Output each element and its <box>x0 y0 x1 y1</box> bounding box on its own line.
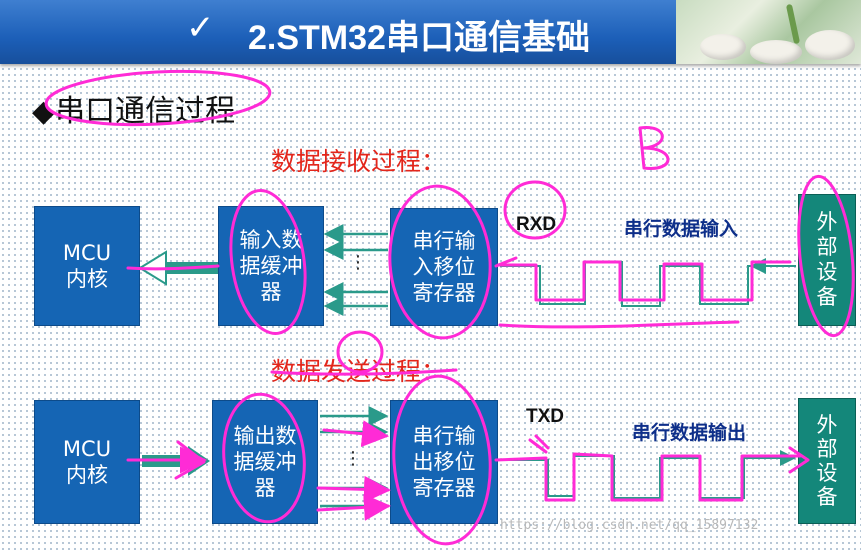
slide-title: 2.STM32串口通信基础 <box>248 19 590 57</box>
receive-process-label: 数据接收过程： <box>271 147 447 176</box>
send-external-device-box: 外 部 设 备 <box>798 398 856 524</box>
photo-stone <box>750 40 802 64</box>
input-shift-register-box: 串行输 入移位 寄存器 <box>390 208 498 326</box>
rxd-waveform <box>500 261 796 307</box>
output-buffer-box: 输出数 据缓冲 器 <box>212 400 318 524</box>
serial-output-label: 串行数据输出 <box>632 422 747 444</box>
check-icon: ✓ <box>186 8 215 48</box>
input-buffer-box: 输入数 据缓冲 器 <box>218 206 324 326</box>
diamond-bullet-icon: ◆ <box>32 94 56 129</box>
photo-stone <box>700 34 746 60</box>
receive-transfer-arrows <box>323 224 388 316</box>
send-vertical-dots: ⋮ <box>344 448 362 469</box>
serial-input-label: 串行数据输入 <box>624 218 739 240</box>
txd-label: TXD <box>526 406 564 427</box>
watermark: https://blog.csdn.net/qq_15897132 <box>500 518 759 533</box>
receive-vertical-dots: ⋮ <box>349 252 367 273</box>
output-shift-register-box: 串行输 出移位 寄存器 <box>390 400 498 524</box>
photo-stone <box>805 30 855 60</box>
send-mcu-core-box: MCU 内核 <box>34 400 140 524</box>
handwritten-annotations <box>44 69 855 546</box>
receive-mcu-core-box: MCU 内核 <box>34 206 140 326</box>
rxd-label: RXD <box>516 214 557 235</box>
txd-waveform <box>498 455 792 499</box>
